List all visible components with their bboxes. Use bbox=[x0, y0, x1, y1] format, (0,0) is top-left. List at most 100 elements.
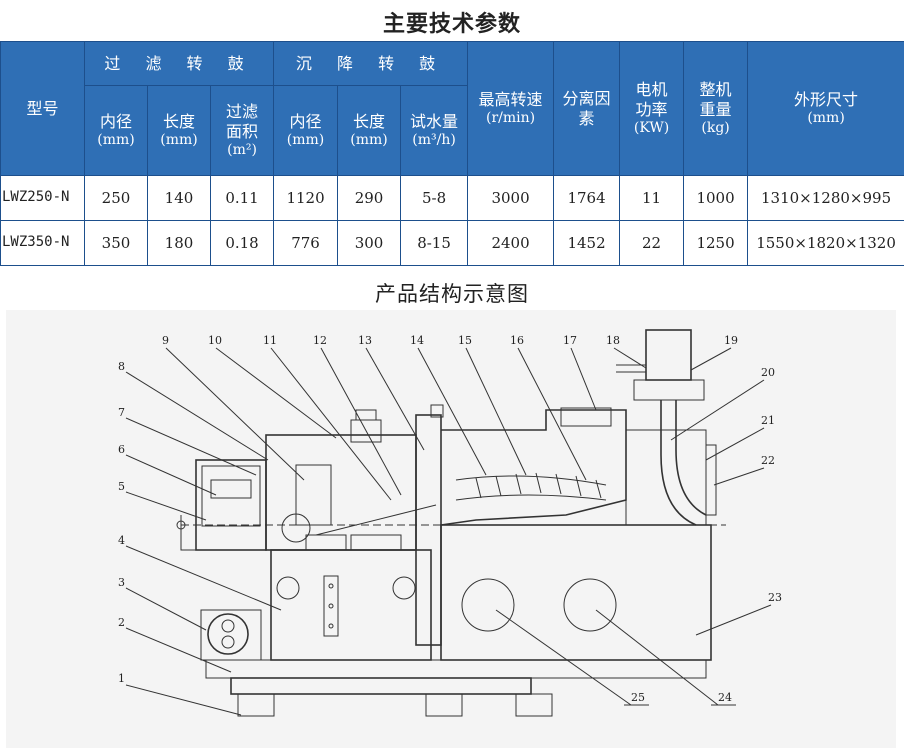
side-flange bbox=[705, 444, 717, 516]
leader-6 bbox=[125, 454, 217, 496]
part-label-16: 16 bbox=[510, 334, 524, 347]
leader-11 bbox=[270, 347, 392, 501]
cell: LWZ350-N bbox=[0, 220, 85, 266]
leader-18 bbox=[613, 347, 647, 369]
part-label-13: 13 bbox=[358, 334, 372, 347]
drum-profile bbox=[315, 504, 437, 536]
leader-3 bbox=[125, 587, 207, 631]
header-motor-unit: (KW) bbox=[633, 119, 670, 136]
discharge-pipe bbox=[660, 400, 707, 526]
cell: 8-15 bbox=[400, 220, 469, 266]
header-weight-label: 整机重量 bbox=[699, 79, 732, 119]
cell: 1120 bbox=[273, 175, 339, 221]
leader-10 bbox=[215, 347, 337, 439]
gearbox-plate bbox=[323, 575, 339, 637]
bearing-block bbox=[210, 479, 252, 499]
screw-lower bbox=[455, 494, 607, 501]
part-label-20: 20 bbox=[761, 366, 775, 379]
header-filter-inner: 内径 (mm) bbox=[84, 85, 148, 176]
header-filter-length: 长度 (mm) bbox=[147, 85, 211, 176]
pipe-housing bbox=[625, 429, 707, 526]
part-label-21: 21 bbox=[761, 414, 775, 427]
cell: 11 bbox=[619, 175, 685, 221]
table-row: LWZ250-N 250 140 0.11 1120 290 5-8 3000 … bbox=[0, 175, 904, 221]
cell: 0.11 bbox=[209, 175, 275, 221]
header-filter-length-label: 长度 bbox=[162, 111, 195, 131]
leader-8 bbox=[125, 371, 269, 461]
header-motor-label: 电机功率 bbox=[635, 79, 668, 119]
leader-1 bbox=[125, 684, 242, 716]
header-dims-label: 外形尺寸 bbox=[794, 89, 859, 109]
part-label-10: 10 bbox=[208, 334, 222, 347]
part-label-3: 3 bbox=[118, 576, 125, 589]
collection-tank bbox=[440, 524, 712, 661]
cell: 250 bbox=[84, 175, 148, 221]
flange-bolt bbox=[430, 404, 444, 418]
motor-housing bbox=[200, 609, 262, 661]
filter-housing bbox=[195, 459, 267, 551]
part-label-19: 19 bbox=[724, 334, 738, 347]
leader-22 bbox=[713, 467, 765, 486]
header-settle-drum: 沉 降 转 鼓 bbox=[273, 41, 469, 86]
top-cover bbox=[560, 407, 612, 427]
header-settle-inner-label: 内径 bbox=[289, 111, 322, 131]
part-label-15: 15 bbox=[458, 334, 472, 347]
cell: 1764 bbox=[553, 175, 621, 221]
base-frame bbox=[230, 677, 532, 695]
motor-pulley bbox=[207, 613, 249, 655]
motor-bolt-bottom bbox=[221, 635, 235, 649]
cell: 1310×1280×995 bbox=[747, 175, 904, 221]
header-settle-length: 长度 (mm) bbox=[337, 85, 402, 176]
header-filter-area-unit: (m²) bbox=[227, 141, 257, 158]
cell: 3000 bbox=[467, 175, 555, 221]
gearbox-port-right bbox=[392, 576, 416, 600]
header-settle-length-unit: (mm) bbox=[350, 131, 388, 148]
header-weight-unit: (kg) bbox=[701, 119, 730, 136]
header-settle-water-unit: (m³/h) bbox=[412, 131, 456, 148]
part-label-2: 2 bbox=[118, 616, 125, 629]
leader-12 bbox=[320, 347, 402, 496]
leader-19 bbox=[690, 347, 732, 371]
header-filter-area: 过滤面积 (m²) bbox=[209, 85, 275, 176]
part-label-8: 8 bbox=[118, 360, 125, 373]
header-settle-length-label: 长度 bbox=[353, 111, 386, 131]
part-label-6: 6 bbox=[118, 443, 125, 456]
leader-14 bbox=[417, 347, 487, 476]
structure-diagram-svg: 1 2 3 4 5 6 7 8 9 10 11 12 13 14 15 16 1… bbox=[118, 329, 782, 717]
leader-13 bbox=[365, 347, 425, 451]
cell: 180 bbox=[147, 220, 211, 266]
header-sep-factor: 分离因素 bbox=[553, 41, 621, 176]
motor-bolt-top bbox=[221, 619, 235, 633]
header-settle-water: 试水量 (m³/h) bbox=[400, 85, 469, 176]
leader-23 bbox=[695, 604, 772, 636]
header-motor: 电机功率 (KW) bbox=[619, 41, 685, 176]
feed-knob bbox=[355, 409, 377, 421]
leader-24 bbox=[595, 609, 719, 706]
header-filter-drum: 过 滤 转 鼓 bbox=[83, 41, 275, 86]
leader-7 bbox=[125, 417, 257, 476]
part-label-17: 17 bbox=[563, 334, 577, 347]
cell: 1000 bbox=[683, 175, 749, 221]
leader-16 bbox=[517, 347, 587, 481]
cell: 1550×1820×1320 bbox=[747, 220, 904, 266]
header-dims: 外形尺寸 (mm) bbox=[747, 41, 904, 176]
header-filter-length-unit: (mm) bbox=[160, 131, 198, 148]
part-label-23: 23 bbox=[768, 591, 782, 604]
part-label-11: 11 bbox=[263, 334, 277, 347]
leader-21 bbox=[705, 427, 765, 461]
part-label-1: 1 bbox=[118, 672, 125, 685]
spec-table: 型号 过 滤 转 鼓 沉 降 转 鼓 最高转速 (r/min) 分离因素 电机功… bbox=[0, 41, 904, 266]
header-sep-factor-label: 分离因素 bbox=[562, 88, 611, 128]
foot-right bbox=[515, 693, 553, 717]
leader-15 bbox=[465, 347, 527, 476]
header-filter-inner-label: 内径 bbox=[99, 111, 132, 131]
part-label-22: 22 bbox=[761, 454, 775, 467]
rivet bbox=[328, 603, 334, 609]
part-label-18: 18 bbox=[606, 334, 620, 347]
header-filter-area-label: 过滤面积 bbox=[226, 101, 259, 141]
main-casing bbox=[265, 434, 417, 551]
side-arm bbox=[616, 364, 646, 373]
lower-frame bbox=[205, 659, 707, 679]
gearbox-casing bbox=[270, 549, 432, 661]
